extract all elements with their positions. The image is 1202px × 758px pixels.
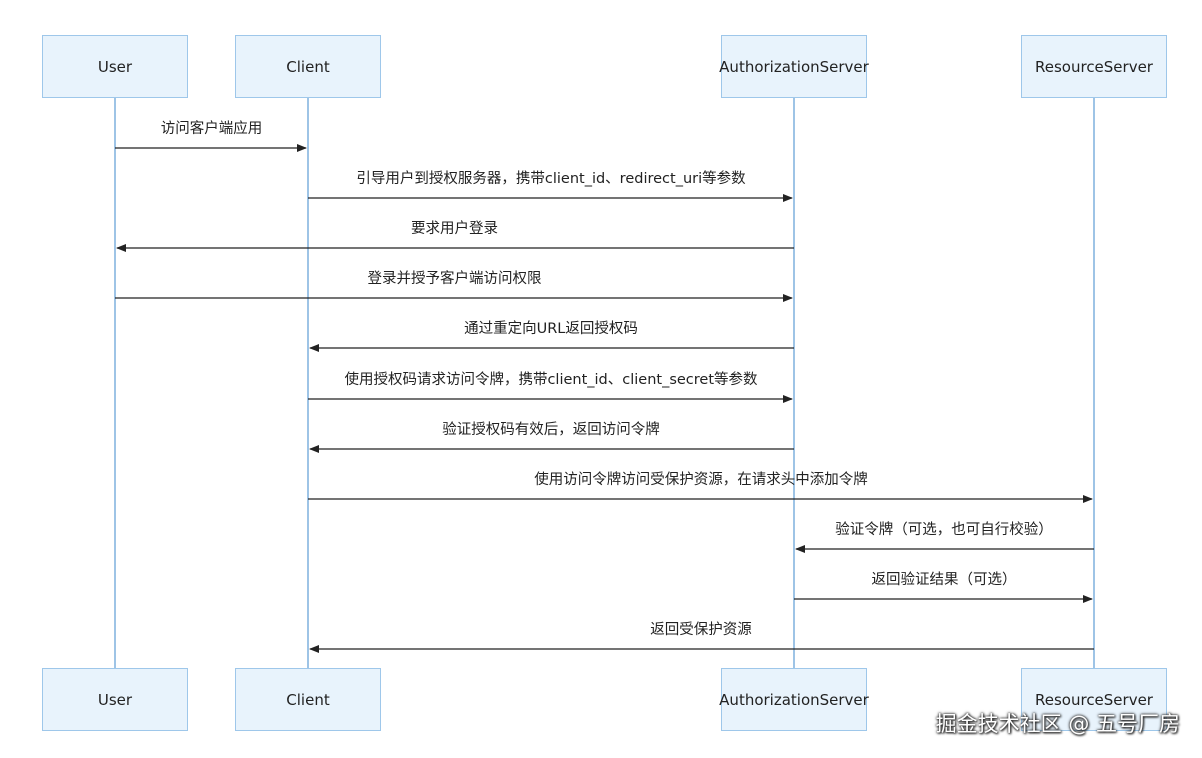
actor-box-user-bottom: User bbox=[42, 668, 188, 731]
message-label-11: 返回受保护资源 bbox=[650, 622, 752, 638]
actor-box-auth-bottom: AuthorizationServer bbox=[719, 668, 869, 731]
message-label-5: 通过重定向URL返回授权码 bbox=[464, 321, 638, 337]
message-label-2: 引导用户到授权服务器，携带client_id、redirect_uri等参数 bbox=[356, 171, 746, 187]
actor-box-resource-top: ResourceServer bbox=[1021, 35, 1167, 98]
message-label-1: 访问客户端应用 bbox=[160, 121, 263, 137]
actor-box-user-top: User bbox=[42, 35, 188, 98]
message-label-3: 要求用户登录 bbox=[411, 221, 498, 237]
message-label-7: 验证授权码有效后，返回访问令牌 bbox=[442, 422, 660, 438]
actor-box-client-top: Client bbox=[235, 35, 381, 98]
message-label-6: 使用授权码请求访问令牌，携带client_id、client_secret等参数 bbox=[344, 372, 758, 388]
message-label-8: 使用访问令牌访问受保护资源，在请求头中添加令牌 bbox=[534, 472, 868, 488]
watermark-text: 掘金技术社区 @ 五号厂房 bbox=[935, 712, 1180, 736]
actor-box-auth-top: AuthorizationServer bbox=[719, 35, 869, 98]
message-label-4: 登录并授予客户端访问权限 bbox=[367, 271, 542, 287]
actor-box-client-bottom: Client bbox=[235, 668, 381, 731]
message-label-9: 验证令牌（可选，也可自行校验） bbox=[835, 522, 1053, 538]
message-label-10: 返回验证结果（可选） bbox=[871, 572, 1017, 588]
actor-box-resource-bottom: ResourceServer bbox=[1021, 668, 1167, 731]
